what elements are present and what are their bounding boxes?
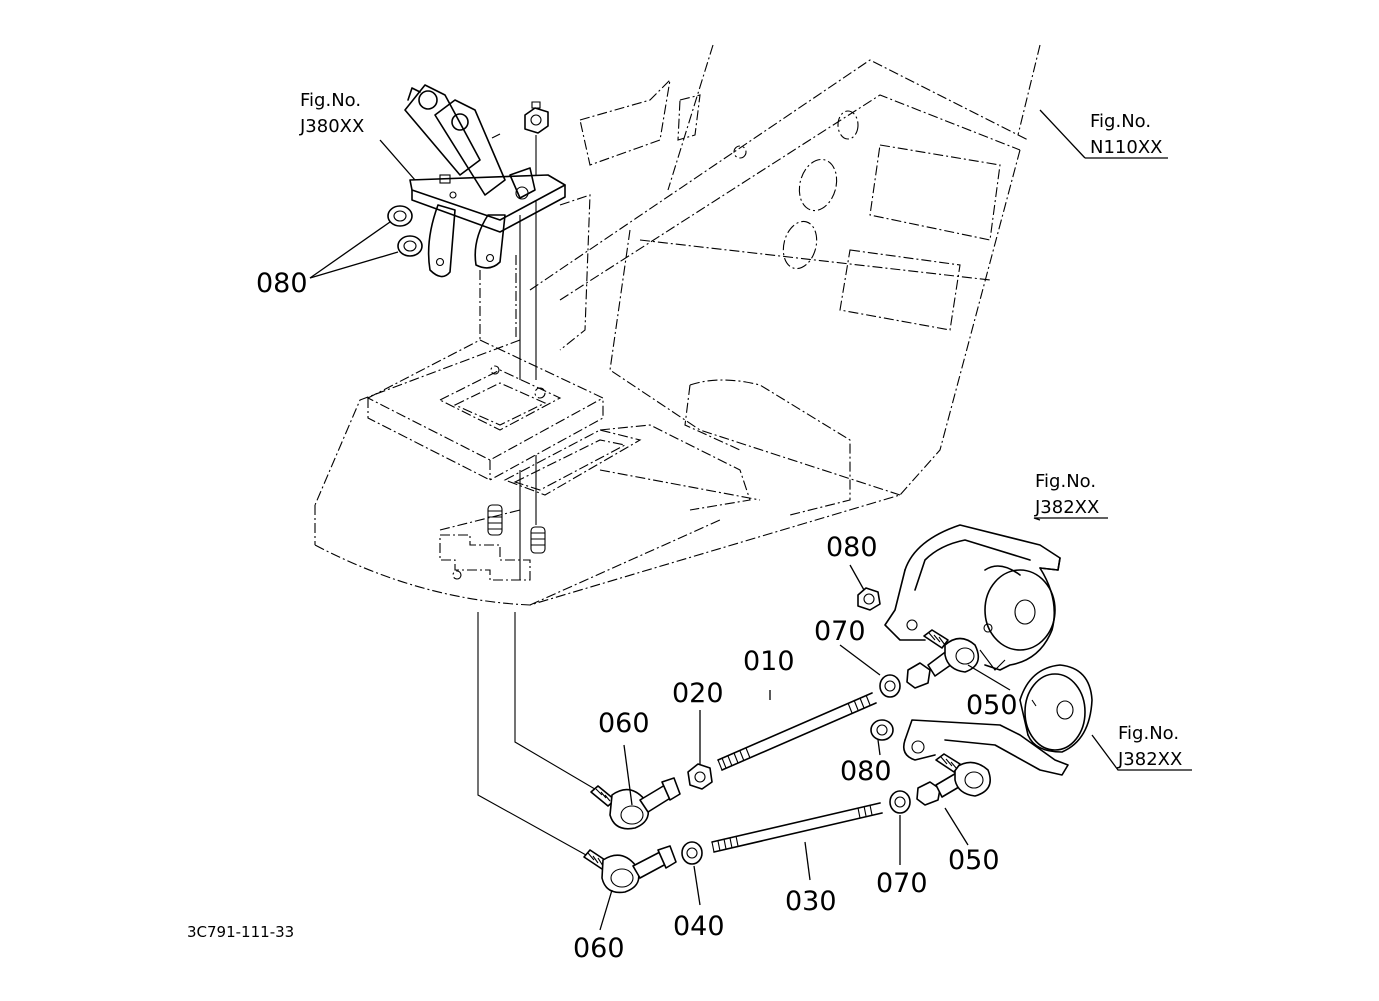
ball-joint-060-lower <box>583 845 677 894</box>
part-label-040: 040 <box>673 911 725 942</box>
part-label-020: 020 <box>672 678 724 709</box>
part-label-070-upper: 070 <box>814 616 866 647</box>
washer-040 <box>681 841 703 865</box>
ball-joint-050-lower <box>916 753 991 806</box>
washer-070-upper <box>879 674 901 698</box>
fig-ref-j382-lower: Fig.No. J382XX <box>1117 723 1182 770</box>
fig-ref-j380-line2: J380XX <box>299 116 364 137</box>
lower-rod-assembly <box>583 719 991 894</box>
fig-ref-n110-line2: N110XX <box>1090 137 1162 158</box>
fig-ref-j382-lower-line2: J382XX <box>1117 749 1182 770</box>
leader-lines <box>309 109 1192 931</box>
fig-ref-j380-line1: Fig.No. <box>300 90 361 111</box>
guide-lines <box>477 612 606 861</box>
fig-ref-n110: Fig.No. N110XX <box>1090 111 1162 158</box>
washer-070-lower <box>889 790 911 814</box>
fig-ref-n110-line1: Fig.No. <box>1090 111 1151 132</box>
part-label-010: 010 <box>743 646 795 677</box>
drawing-code: 3C791-111-33 <box>187 923 294 941</box>
frame-outline <box>314 44 1041 606</box>
part-label-080-lower: 080 <box>840 756 892 787</box>
spring-left <box>487 504 503 536</box>
lever-j382-lower <box>902 664 1093 776</box>
shift-lever-assembly <box>404 84 566 340</box>
nut-020 <box>687 763 713 790</box>
part-label-050-upper: 050 <box>966 690 1018 721</box>
nut-080-lower <box>870 719 894 741</box>
part-label-030: 030 <box>785 886 837 917</box>
part-label-080-upper: 080 <box>256 268 308 299</box>
fig-ref-j382-lower-line1: Fig.No. <box>1118 723 1179 744</box>
part-labels: 080 080 080 070 070 050 050 010 020 030 … <box>256 268 1018 964</box>
part-label-060-lower: 060 <box>573 933 625 964</box>
fig-ref-j382-upper-line2: J382XX <box>1034 497 1099 518</box>
nut-080-mid <box>857 587 881 611</box>
top-nut <box>519 101 549 580</box>
part-label-060-upper: 060 <box>598 708 650 739</box>
ball-joint-060-upper <box>590 777 681 830</box>
fig-ref-j382-upper-line1: Fig.No. <box>1035 471 1096 492</box>
part-label-080-mid: 080 <box>826 532 878 563</box>
rod-010 <box>717 692 877 771</box>
ball-joint-050-upper <box>906 629 980 689</box>
part-label-050-lower: 050 <box>948 845 1000 876</box>
rod-030 <box>711 802 883 853</box>
fig-ref-j380: Fig.No. J380XX <box>299 90 364 137</box>
upper-rod-assembly <box>590 629 980 830</box>
part-label-070-lower: 070 <box>876 868 928 899</box>
fig-ref-j382-upper: Fig.No. J382XX <box>1034 471 1099 518</box>
mount-plate <box>366 339 642 581</box>
spring-right <box>530 526 546 554</box>
nut-080-upper <box>387 205 423 257</box>
lever-j382-upper <box>884 524 1061 671</box>
